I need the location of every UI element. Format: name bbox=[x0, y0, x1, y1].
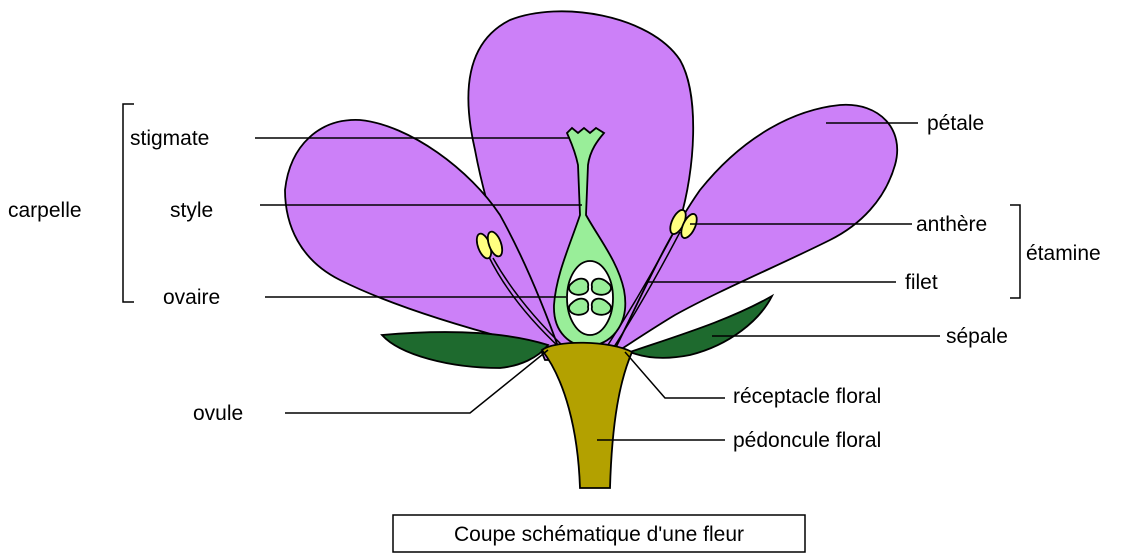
label-etamine: étamine bbox=[1026, 242, 1101, 265]
label-sepale: sépale bbox=[946, 325, 1008, 348]
label-petale: pétale bbox=[927, 112, 984, 135]
label-carpelle: carpelle bbox=[8, 199, 82, 222]
line-receptacle bbox=[625, 352, 725, 398]
bracket-etamine bbox=[1010, 205, 1020, 298]
label-stigmate: stigmate bbox=[130, 127, 209, 150]
label-style: style bbox=[170, 199, 213, 222]
label-ovaire: ovaire bbox=[163, 286, 220, 309]
caption: Coupe schématique d'une fleur bbox=[454, 523, 744, 546]
label-receptacle: réceptacle floral bbox=[733, 385, 881, 408]
ovary-cavity bbox=[567, 261, 613, 335]
label-anthere: anthère bbox=[916, 213, 987, 236]
label-filet: filet bbox=[905, 271, 938, 294]
peduncle bbox=[542, 343, 632, 488]
label-pedoncule: pédoncule floral bbox=[733, 429, 881, 452]
label-ovule: ovule bbox=[193, 402, 243, 425]
